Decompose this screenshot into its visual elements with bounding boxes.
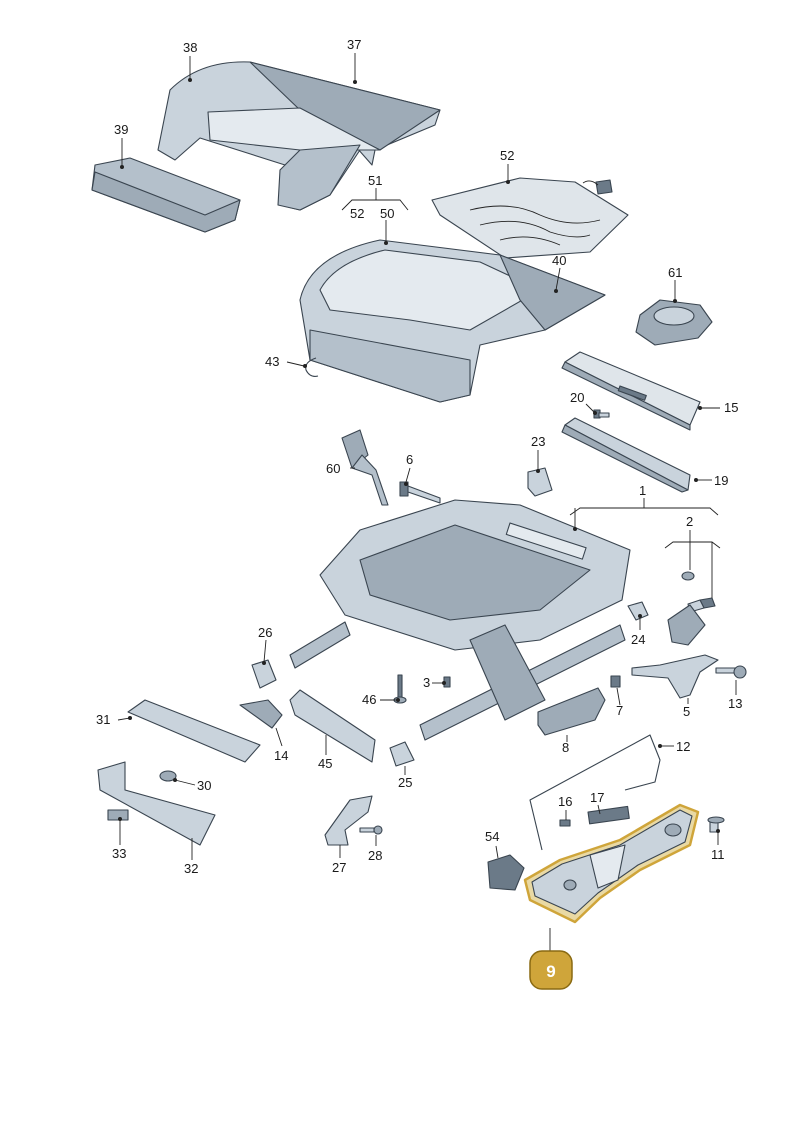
part-33-clip[interactable] xyxy=(107,809,129,821)
label-23: 23 xyxy=(531,434,545,449)
part-25-bracket[interactable] xyxy=(389,741,415,767)
part-6-screw[interactable] xyxy=(399,481,441,504)
label-45: 45 xyxy=(318,756,332,771)
label-12: 12 xyxy=(676,739,690,754)
part-12-wire-frame[interactable] xyxy=(529,734,661,851)
part-37-cover[interactable] xyxy=(157,61,441,211)
part-27-bracket[interactable] xyxy=(324,795,373,846)
label-13: 13 xyxy=(728,696,742,711)
part-24-cap[interactable] xyxy=(627,601,706,646)
part-31-plate[interactable] xyxy=(127,699,261,763)
part-39-foam-strip[interactable] xyxy=(91,157,241,233)
label-51: 51 xyxy=(368,173,382,188)
part-45-bracket[interactable] xyxy=(289,689,376,763)
part-1-seat-frame[interactable] xyxy=(289,499,631,741)
highlight-label: 9 xyxy=(546,962,555,981)
part-61-motor[interactable] xyxy=(635,299,713,346)
label-7: 7 xyxy=(616,703,623,718)
label-61: 61 xyxy=(668,265,682,280)
label-37: 37 xyxy=(347,37,361,52)
part-11-screw[interactable] xyxy=(707,816,725,833)
label-52b: 52 xyxy=(350,206,364,221)
part-28-screw[interactable] xyxy=(359,825,383,835)
part-32-trim[interactable] xyxy=(97,761,216,846)
part-8-handle[interactable] xyxy=(537,687,606,736)
label-1: 1 xyxy=(639,483,646,498)
part-23-bracket[interactable] xyxy=(527,467,553,497)
label-39: 39 xyxy=(114,122,128,137)
label-24: 24 xyxy=(631,632,645,647)
part-7-clip[interactable] xyxy=(610,675,621,688)
part-46-pin[interactable] xyxy=(393,674,407,704)
label-32: 32 xyxy=(184,861,198,876)
label-3: 3 xyxy=(423,675,430,690)
label-17: 17 xyxy=(590,790,604,805)
label-60: 60 xyxy=(326,461,340,476)
label-40: 40 xyxy=(552,253,566,268)
part-14-cover[interactable] xyxy=(239,699,283,729)
leader-lines xyxy=(117,53,737,952)
label-15: 15 xyxy=(724,400,738,415)
part-43-clip[interactable] xyxy=(305,357,319,377)
part-2-fasteners[interactable] xyxy=(681,571,716,613)
label-19: 19 xyxy=(714,473,728,488)
label-31: 31 xyxy=(96,712,110,727)
part-60-belt-buckle[interactable] xyxy=(341,429,389,506)
label-30: 30 xyxy=(197,778,211,793)
part-52-heating-mat[interactable] xyxy=(431,177,629,259)
label-27: 27 xyxy=(332,860,346,875)
part-5-bracket[interactable] xyxy=(631,654,719,699)
label-25: 25 xyxy=(398,775,412,790)
part-19-guide-rail[interactable] xyxy=(561,417,691,493)
label-46: 46 xyxy=(362,692,376,707)
label-38: 38 xyxy=(183,40,197,55)
label-20: 20 xyxy=(570,390,584,405)
label-6: 6 xyxy=(406,452,413,467)
label-28: 28 xyxy=(368,848,382,863)
label-5: 5 xyxy=(683,704,690,719)
part-30-nut[interactable] xyxy=(159,770,177,782)
label-14: 14 xyxy=(274,748,288,763)
part-17-switch-plate[interactable] xyxy=(587,805,630,825)
label-52a: 52 xyxy=(500,148,514,163)
label-16: 16 xyxy=(558,794,572,809)
part-labels: 38 37 39 52 51 52 50 40 61 43 15 20 23 1… xyxy=(96,37,742,876)
part-54-switch[interactable] xyxy=(487,854,525,891)
part-9-side-trim-panel[interactable] xyxy=(523,803,700,924)
label-8: 8 xyxy=(562,740,569,755)
label-26: 26 xyxy=(258,625,272,640)
leader-dots xyxy=(118,78,720,833)
part-13-bolt[interactable] xyxy=(715,665,747,679)
part-40-seat-cushion[interactable] xyxy=(299,239,606,403)
part-15-trim-strip[interactable] xyxy=(561,351,701,431)
label-50: 50 xyxy=(380,206,394,221)
part-16-screw[interactable] xyxy=(559,819,571,827)
label-11: 11 xyxy=(711,847,725,862)
label-54: 54 xyxy=(485,829,499,844)
highlight-badge-9[interactable]: 9 xyxy=(529,950,573,990)
label-33: 33 xyxy=(112,846,126,861)
label-43: 43 xyxy=(265,354,279,369)
label-2: 2 xyxy=(686,514,693,529)
